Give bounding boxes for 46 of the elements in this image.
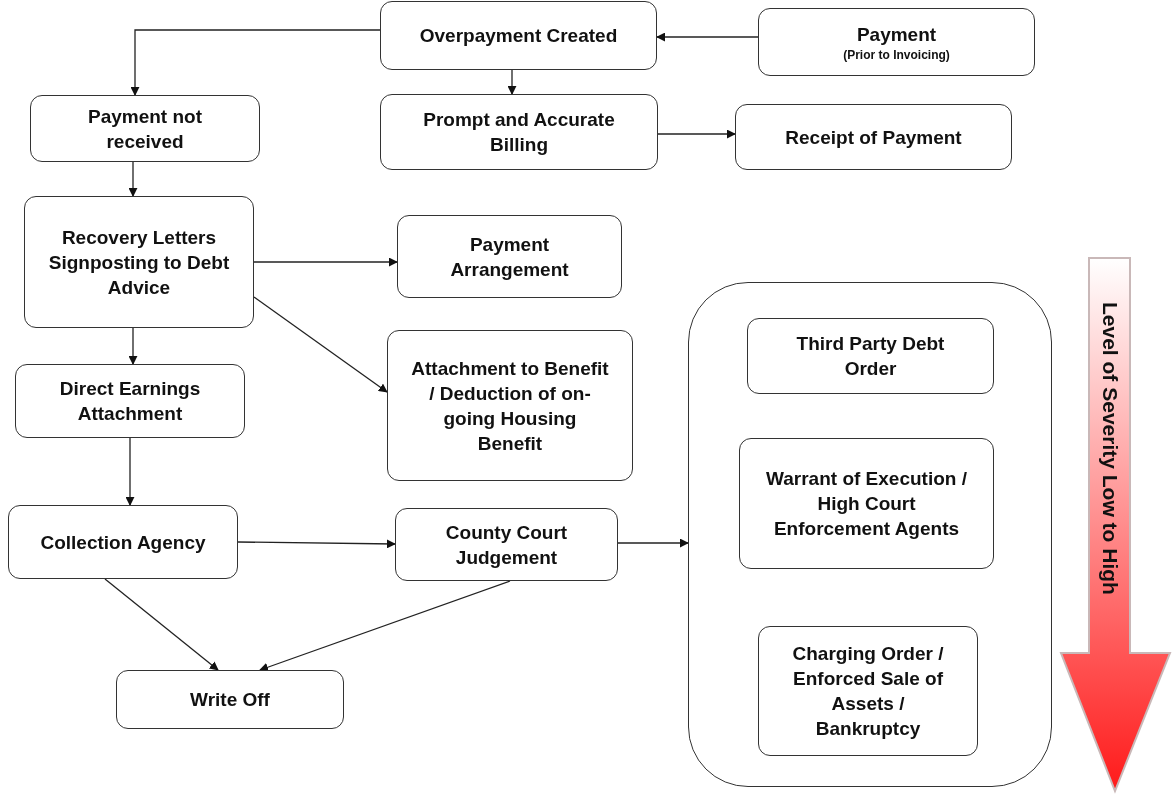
box-label: Receipt of Payment xyxy=(785,125,962,150)
process-box xyxy=(739,438,994,569)
arrow xyxy=(656,32,759,42)
process-box xyxy=(387,330,633,481)
arrow xyxy=(253,257,398,267)
box-label: County Court Judgement xyxy=(444,520,569,570)
arrow xyxy=(507,69,517,95)
arrow xyxy=(130,29,381,96)
box-label: Overpayment Created xyxy=(419,24,618,48)
box-label: Warrant of Execution / High Court Enforcement Agents xyxy=(765,467,968,541)
box-label: Payment not received xyxy=(87,104,203,154)
box-label: Collection Agency xyxy=(40,530,206,555)
arrow xyxy=(237,539,396,549)
process-box xyxy=(15,364,245,438)
process-box xyxy=(395,508,618,581)
process-box xyxy=(735,104,1012,170)
box-label: Payment Arrangement xyxy=(449,232,570,282)
process-box xyxy=(397,215,622,298)
process-box xyxy=(758,8,1035,76)
process-box xyxy=(8,505,238,579)
arrow xyxy=(125,437,135,506)
box-label: Charging Order / Enforced Sale of Assets / Bankruptcy xyxy=(791,642,945,741)
process-box xyxy=(747,318,994,394)
process-box xyxy=(116,670,344,729)
arrow xyxy=(128,161,138,197)
box-label: Payment xyxy=(856,22,937,47)
box-label: Recovery Letters Signposting to Debt Advice xyxy=(47,225,231,300)
box-note: (Prior to Invoicing) xyxy=(843,46,950,63)
arrow xyxy=(128,327,138,365)
process-box xyxy=(758,626,978,756)
arrow xyxy=(259,580,511,672)
process-box xyxy=(380,1,657,70)
process-box xyxy=(24,196,254,328)
arrow xyxy=(253,296,388,393)
box-label: Write Off xyxy=(190,688,270,712)
group-box xyxy=(688,282,1052,787)
process-box xyxy=(380,94,658,170)
arrow xyxy=(104,578,219,671)
arrow-label: Level of Severity Low to High xyxy=(1098,302,1122,595)
process-box xyxy=(30,95,260,162)
box-label: Third Party Debt Order xyxy=(795,332,946,381)
box-label: Direct Earnings Attachment xyxy=(58,377,202,426)
arrow xyxy=(657,129,736,139)
arrow xyxy=(617,538,689,548)
box-label: Attachment to Benefit / Deduction of on-going Housing Benefit xyxy=(410,356,610,456)
box-label: Prompt and Accurate Billing xyxy=(422,108,616,157)
